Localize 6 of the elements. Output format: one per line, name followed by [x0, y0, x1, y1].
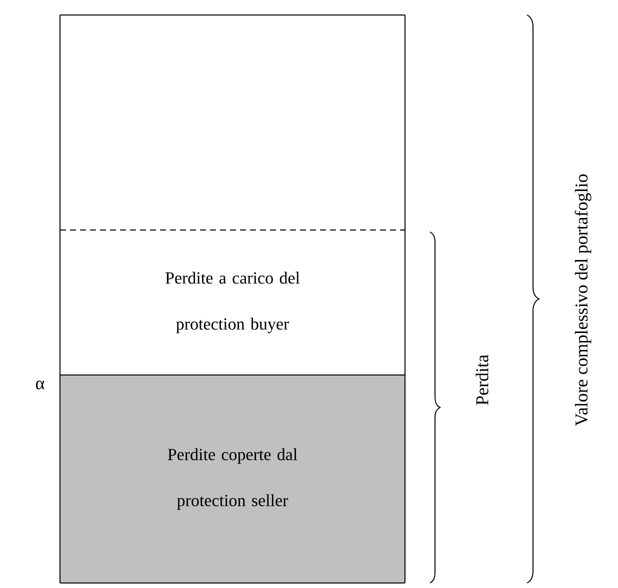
brace-label: Perdita [476, 354, 488, 405]
shaded-band: Perdite coperte dal protection seller [60, 374, 406, 584]
band [60, 14, 406, 230]
brace-label: Valore complessivo del portafoglio [574, 174, 592, 426]
band: Perdite a carico del protection buyer [60, 229, 406, 376]
alpha-label: α [36, 380, 44, 390]
